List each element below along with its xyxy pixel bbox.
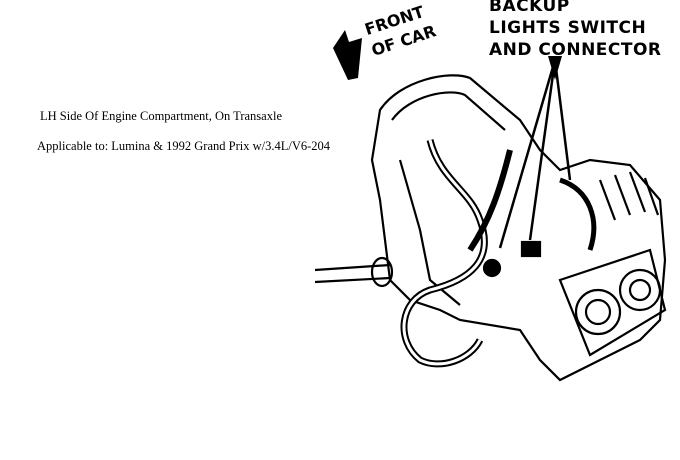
callout-line2: LIGHTS SWITCH [489, 18, 647, 38]
applicability-caption: Applicable to: Lumina & 1992 Grand Prix … [37, 139, 331, 153]
callout-line3: AND CONNECTOR [489, 40, 662, 60]
location-caption: LH Side Of Engine Compartment, On Transa… [40, 109, 282, 123]
front-arrow-icon [333, 30, 362, 80]
bell-housing [370, 74, 667, 382]
backup-switch-callout: BACKUP LIGHTS SWITCH AND CONNECTOR [489, 0, 662, 61]
callout-line1: BACKUP [489, 0, 570, 16]
